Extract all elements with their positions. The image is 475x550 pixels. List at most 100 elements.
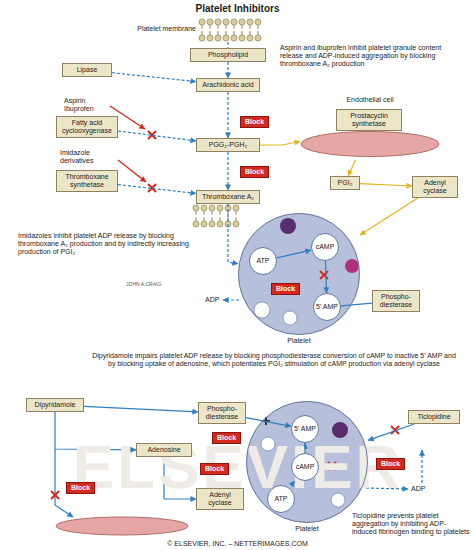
lipid-head bbox=[223, 35, 229, 41]
block-x bbox=[320, 271, 328, 279]
node-text: 5' AMP bbox=[316, 303, 338, 311]
node-text: Phospho-diesterase bbox=[202, 405, 242, 421]
node-text: Ticlopidine bbox=[412, 413, 456, 421]
pathway-arrow bbox=[326, 261, 327, 293]
label-wrap: ADP bbox=[205, 296, 225, 304]
drug-label: Aspirin Ibuprofen bbox=[64, 97, 110, 113]
pathway-arrow bbox=[112, 73, 196, 82]
lipid-head bbox=[201, 205, 207, 211]
enzyme-box: Thromboxane synthetase bbox=[56, 170, 118, 192]
title-wrap: Platelet Inhibitors bbox=[0, 3, 475, 15]
lipid-head bbox=[255, 35, 261, 41]
block-text: Block bbox=[205, 465, 224, 473]
platelet: Platelet5' AMPcAMPATP bbox=[246, 401, 368, 523]
inhibitor-arrow bbox=[118, 160, 146, 182]
lipid-head bbox=[215, 19, 221, 25]
membrane-lower bbox=[193, 205, 239, 227]
pathway-arrow bbox=[228, 204, 238, 264]
label-wrap: Platelet membrane bbox=[100, 25, 196, 33]
pathway-arrow bbox=[118, 131, 196, 141]
pathway-arrow bbox=[84, 406, 198, 412]
block-tag: Block bbox=[200, 463, 229, 475]
lipid-heads bbox=[199, 19, 261, 41]
lipid-head bbox=[215, 35, 221, 41]
block-text: Block bbox=[276, 285, 295, 293]
enzyme-box: Adenyl cyclase bbox=[412, 176, 458, 198]
pathway-box: Arachidonic acid bbox=[196, 78, 260, 92]
lipid-head bbox=[201, 221, 207, 227]
title: Platelet Inhibitors bbox=[0, 3, 475, 15]
block-tag: Block bbox=[66, 482, 95, 494]
prostacyclin-arrow bbox=[360, 198, 418, 235]
node-text: Adenyl cyclase bbox=[200, 491, 240, 507]
pathway-box: Adenosine bbox=[136, 443, 192, 457]
lipid-tails bbox=[196, 211, 236, 221]
prostacyclin-arrow bbox=[260, 142, 300, 146]
lipid-head bbox=[193, 205, 199, 211]
lipid-head bbox=[207, 35, 213, 41]
node-text: Phospholipid bbox=[194, 51, 262, 59]
label-wrap: JOHN A.CRAIG bbox=[126, 282, 176, 288]
drug-box: Ticlopidine bbox=[408, 410, 460, 424]
lipid-tails bbox=[202, 25, 258, 35]
pathway-box: PGI₂ bbox=[330, 176, 360, 190]
pathway-arrow bbox=[227, 152, 228, 190]
molecule-circle: cAMP bbox=[291, 453, 319, 481]
pathway-arrow bbox=[227, 62, 228, 78]
label-wrap: Imidazole derivatives bbox=[60, 149, 110, 165]
endothelial-cell-shape bbox=[301, 132, 439, 157]
block-tag: Block bbox=[240, 116, 269, 128]
lipid-head bbox=[233, 205, 239, 211]
endothelial-cell-outline bbox=[300, 130, 440, 158]
molecule-circle: ATP bbox=[267, 485, 295, 513]
block-text: Block bbox=[381, 460, 400, 468]
release-arrow bbox=[421, 450, 422, 483]
pathway-arrow bbox=[246, 418, 291, 427]
label-wrap: © ELSEVIER, INC. – NETTERIMAGES.COM bbox=[0, 540, 475, 548]
node-heading: Platelet bbox=[247, 525, 367, 533]
part-label: Platelet membrane bbox=[100, 25, 196, 33]
molecule-label: ADP bbox=[411, 485, 433, 493]
node-text: Fatty acid cyclooxygenase bbox=[60, 119, 114, 135]
drug-label: Imidazole derivatives bbox=[60, 149, 110, 165]
node-heading: Platelet bbox=[239, 337, 359, 345]
node-text: cAMP bbox=[296, 463, 315, 471]
block-text: Block bbox=[71, 484, 90, 492]
node-text: Thromboxane A₂ bbox=[200, 193, 256, 201]
block-tag: Block bbox=[271, 283, 300, 295]
prostacyclin-arrow bbox=[348, 160, 355, 176]
lipid-head bbox=[199, 35, 205, 41]
molecule-label: ADP bbox=[205, 296, 225, 304]
enzyme-box: Phospho-diesterase bbox=[198, 402, 246, 424]
molecule-circle: 5' AMP bbox=[313, 293, 341, 321]
pathway-box: PGG₂-PGH₂ bbox=[196, 138, 260, 152]
note-text: Dipyridamole impairs platelet ADP releas… bbox=[88, 352, 460, 368]
block-tag: Block bbox=[376, 458, 405, 470]
label-wrap: Imidazoles inhibit platelet ADP release … bbox=[18, 232, 200, 256]
membrane-top bbox=[199, 19, 261, 41]
node-text: ATP bbox=[256, 257, 269, 265]
lipid-head bbox=[199, 19, 205, 25]
enzyme-box: Prostacyclin synthetase bbox=[336, 109, 402, 131]
endothelial-cell-shape bbox=[56, 517, 188, 535]
prostacyclin-arrow bbox=[360, 184, 412, 186]
node-text: 5' AMP bbox=[294, 425, 316, 433]
enzyme-box: Lipase bbox=[62, 63, 112, 77]
pathway-line bbox=[341, 303, 372, 306]
node-text: cAMP bbox=[316, 243, 335, 251]
lipid-head bbox=[217, 205, 223, 211]
molecule-circle: 5' AMP bbox=[291, 415, 319, 443]
empty-granule bbox=[254, 302, 270, 318]
lipid-head bbox=[239, 35, 245, 41]
copyright-line: © ELSEVIER, INC. – NETTERIMAGES.COM bbox=[0, 540, 475, 548]
node-text: PGG₂-PGH₂ bbox=[200, 141, 256, 149]
enzyme-box: Fatty acid cyclooxygenase bbox=[56, 116, 118, 138]
lipid-head bbox=[239, 19, 245, 25]
node-text: Phospho-diesterase bbox=[376, 293, 416, 309]
node-text: Arachidonic acid bbox=[200, 81, 256, 89]
node-text: Lipase bbox=[66, 66, 108, 74]
label-wrap: Aspirin Ibuprofen bbox=[64, 97, 110, 113]
molecule-circle: cAMP bbox=[311, 233, 339, 261]
endothelial-cell: Endothelial cellProstacyclin synthetase bbox=[300, 96, 440, 160]
